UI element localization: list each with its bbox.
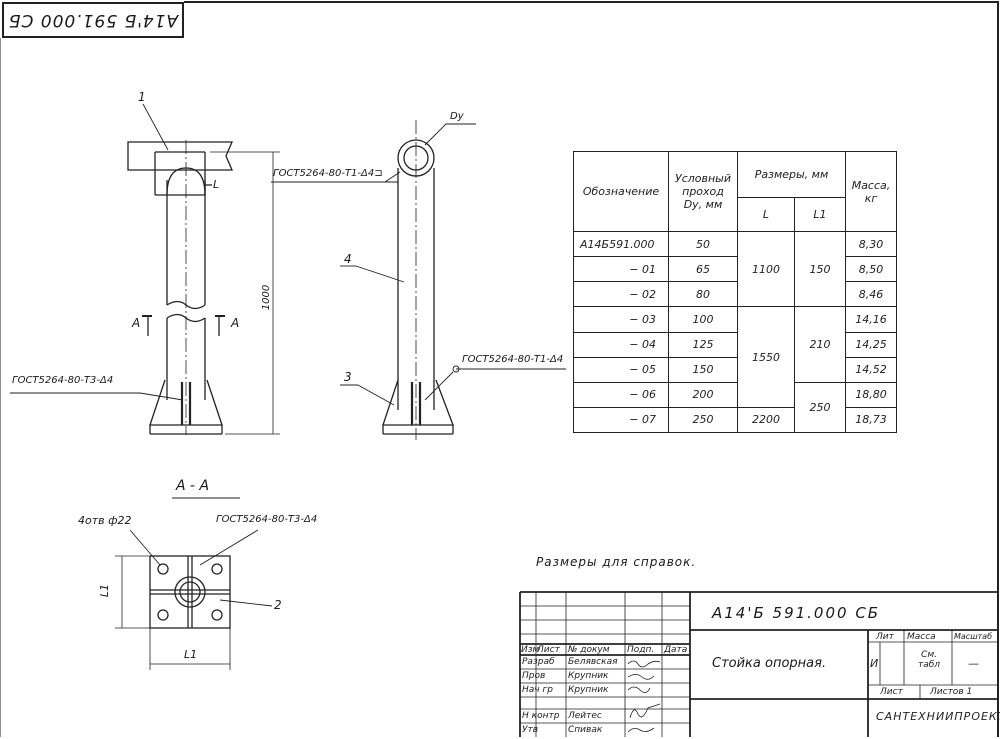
- callout-1: 1: [138, 90, 146, 104]
- table-cell-designation: − 05: [573, 356, 669, 383]
- table-cell-dn: 100: [668, 306, 738, 333]
- section-mark-left: А: [132, 316, 141, 330]
- table-cell-dn: 250: [668, 406, 738, 434]
- tb-mass-header: Масса: [907, 632, 936, 642]
- table-cell-dn: 200: [668, 381, 738, 408]
- table-cell-designation: − 01: [573, 256, 669, 283]
- callout-4: 4: [344, 252, 352, 266]
- table-cell-dn: 65: [668, 256, 738, 283]
- table-cell-designation: А14Б591.000: [573, 230, 669, 258]
- dimension-l1-vertical: L1: [98, 583, 112, 598]
- inverted-stamp-text: А14'Б 591.000 СБ: [7, 10, 179, 30]
- table-cell-dn: 50: [668, 230, 738, 258]
- tb-role: Пров: [522, 671, 546, 681]
- tb-person: Крупник: [568, 685, 609, 695]
- header-l1: L1: [794, 197, 846, 232]
- section-mark-right: А: [231, 316, 240, 330]
- tb-person: Белявская: [568, 657, 618, 667]
- weld-gost-left-label: ГОСТ5264-80-Т3-Δ4: [12, 375, 114, 386]
- tb-header-sign: Подп.: [627, 645, 655, 655]
- title-block-name: Стойка опорная.: [712, 656, 827, 671]
- header-dimensions: Размеры, мм: [737, 151, 846, 198]
- table-cell-dn: 150: [668, 356, 738, 383]
- table-cell-mass: 14,52: [845, 356, 897, 383]
- holes-label: 4отв ф22: [78, 514, 132, 527]
- tb-sheets: Листов 1: [930, 687, 973, 697]
- weld-gost-top-label: ГОСТ5264-80-Т1-Δ4⊐: [273, 168, 383, 179]
- table-cell-mass: 8,46: [845, 281, 897, 308]
- table-cell-l-group: 2200: [737, 406, 795, 434]
- table-cell-dn: 125: [668, 331, 738, 358]
- tb-role: Нач гр: [522, 685, 553, 695]
- callout-3: 3: [344, 370, 352, 384]
- table-cell-designation: − 07: [573, 406, 669, 434]
- tb-mass-value: См. табл: [917, 650, 941, 670]
- table-cell-mass: 14,25: [845, 331, 897, 358]
- tb-header-izm: Изм: [521, 645, 540, 655]
- table-cell-l-group: 1100: [737, 230, 795, 308]
- table-cell-l1-group: 210: [794, 306, 846, 383]
- tb-role: Разраб: [522, 657, 555, 667]
- header-nominal-diameter: Условный проход Dу, мм: [668, 151, 738, 232]
- table-cell-mass: 8,30: [845, 230, 897, 258]
- header-mass: Масса, кг: [845, 151, 897, 232]
- reference-note: Размеры для справок.: [536, 555, 697, 569]
- tb-header-doc: № докум: [568, 645, 610, 655]
- header-designation: Обозначение: [573, 151, 669, 232]
- table-cell-l-group: 1550: [737, 306, 795, 408]
- table-cell-mass: 18,73: [845, 406, 897, 434]
- weld-gost-section-label: ГОСТ5264-80-Т3-Δ4: [216, 514, 318, 525]
- table-cell-mass: 18,80: [845, 381, 897, 408]
- tb-person: Лейтес: [568, 711, 602, 721]
- title-block-document-number: А14'Б 591.000 СБ: [712, 604, 881, 622]
- section-title: А - А: [176, 478, 210, 494]
- tb-person: Спивак: [568, 725, 603, 735]
- table-cell-designation: − 04: [573, 331, 669, 358]
- dimension-l-label: L: [213, 178, 220, 191]
- header-l: L: [737, 197, 795, 232]
- tb-scale-header: Масштаб: [954, 632, 993, 641]
- table-cell-l1-group: 150: [794, 230, 846, 308]
- table-cell-mass: 8,50: [845, 256, 897, 283]
- tb-sheet: Лист: [880, 687, 903, 697]
- inverted-document-stamp: А14'Б 591.000 СБ: [2, 2, 184, 38]
- tb-role: Н контр: [522, 711, 560, 721]
- dimension-l1-horizontal: L1: [184, 648, 198, 661]
- table-cell-designation: − 06: [573, 381, 669, 408]
- table-cell-l1-group: 250: [794, 381, 846, 434]
- tb-header-date: Дата: [664, 645, 688, 655]
- tb-role: Утв: [522, 725, 539, 735]
- nominal-diameter-label: Dу: [450, 111, 464, 122]
- callout-2: 2: [274, 598, 282, 612]
- table-cell-dn: 80: [668, 281, 738, 308]
- table-cell-designation: − 03: [573, 306, 669, 333]
- table-cell-mass: 14,16: [845, 306, 897, 333]
- weld-gost-mid-label: ГОСТ5264-80-Т1-Δ4: [462, 354, 564, 365]
- table-cell-designation: − 02: [573, 281, 669, 308]
- dimension-1000-label: 1000: [261, 284, 273, 311]
- tb-scale-value: —: [968, 657, 979, 670]
- tb-organization: САНТЕХНИИПРОЕКТ: [876, 710, 1000, 723]
- tb-person: Крупник: [568, 671, 609, 681]
- tb-header-list: Лист: [537, 645, 560, 655]
- variants-table: Обозначение Условный проход Dу, мм Разме…: [573, 151, 897, 434]
- tb-lit-header: Лит: [876, 632, 894, 642]
- tb-lit-value: И: [870, 657, 879, 670]
